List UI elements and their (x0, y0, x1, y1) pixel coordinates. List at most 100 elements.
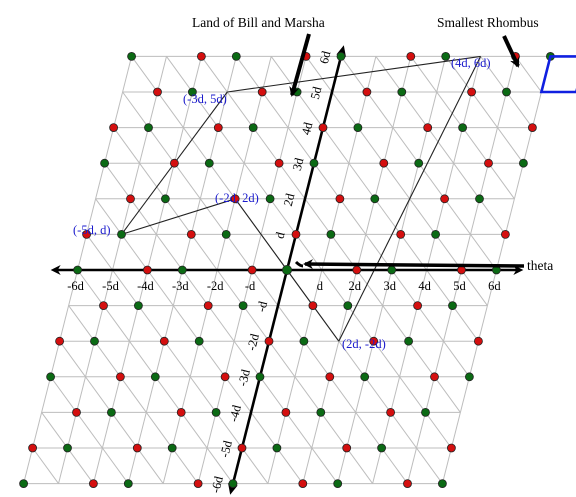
grid-line-diagonal (32, 447, 59, 484)
coordinate-labels: (4d, 6d) (-3d, 5d) (-2d, 2d) (-5d, d) (2… (73, 56, 491, 351)
green-lattice-node (475, 194, 484, 204)
x-tick-label: d (317, 279, 324, 293)
smallest-rhombus-outline (539, 55, 576, 94)
red-lattice-node (196, 52, 206, 61)
red-lattice-node (342, 443, 352, 453)
tilted-axis-tick-label: 3d (290, 156, 307, 172)
green-lattice-node (221, 229, 231, 239)
grid-line-diagonal (122, 91, 408, 484)
tilted-axis-tick-label: -3d (235, 367, 253, 387)
red-lattice-node (99, 301, 108, 311)
point-label-neg3d-5d: (-3d, 5d) (183, 92, 227, 106)
tilted-axis-tick-label: 6d (317, 49, 334, 65)
green-lattice-node (255, 372, 265, 382)
green-lattice-node (353, 123, 363, 132)
tilted-axis-tick-label: -d (254, 299, 270, 313)
green-lattice-node (502, 87, 511, 97)
x-tick-label: -4d (137, 279, 154, 293)
grid-line-diagonal (86, 234, 269, 484)
green-lattice-node (238, 301, 248, 311)
red-lattice-node (109, 123, 118, 132)
green-lattice-node (167, 443, 177, 453)
green-lattice-node (448, 301, 457, 311)
green-lattice-node (458, 123, 468, 132)
green-lattice-node (441, 52, 451, 61)
green-lattice-node (123, 479, 133, 489)
green-lattice-node (19, 479, 29, 489)
x-tick-label: 4d (418, 279, 431, 293)
red-lattice-node (325, 372, 335, 382)
rhombus-pointer-arrow (502, 35, 520, 68)
green-lattice-node (144, 123, 153, 132)
red-lattice-node (369, 336, 379, 346)
grid-line-diagonal (375, 56, 506, 235)
red-lattice-node (142, 265, 152, 275)
red-lattice-node (446, 443, 456, 453)
red-lattice-node (126, 194, 135, 204)
red-lattice-node (203, 301, 213, 311)
polygon-edge (227, 55, 481, 93)
red-lattice-node (318, 123, 328, 132)
x-tick-label: -2d (207, 279, 224, 293)
red-lattice-node (237, 443, 247, 453)
red-lattice-node (423, 123, 433, 132)
green-lattice-node (414, 158, 424, 168)
green-lattice-node (46, 372, 55, 382)
grid-line-diagonal (68, 305, 199, 484)
green-lattice-node (107, 407, 116, 417)
point-label-neg2d-2d: (-2d, 2d) (215, 191, 259, 205)
green-lattice-node (309, 158, 319, 168)
origin-node (281, 264, 292, 275)
green-lattice-node (204, 158, 214, 168)
tilted-axis-tick-label: -6d (208, 474, 226, 494)
green-lattice-node (437, 479, 447, 489)
smallest-rhombus-label: Smallest Rhombus (437, 15, 539, 30)
green-lattice-node (377, 443, 387, 453)
green-lattice-node (248, 123, 258, 132)
red-lattice-node (484, 158, 493, 168)
green-lattice-node (519, 158, 528, 168)
polygon-edge (121, 198, 236, 235)
x-tick-label: 3d (383, 279, 396, 293)
green-lattice-node (73, 265, 82, 275)
grid-line-diagonal (235, 56, 470, 378)
tilted-axis-tick-label: 2d (281, 191, 298, 207)
red-lattice-node (528, 123, 537, 132)
red-lattice-node (379, 158, 389, 168)
red-lattice-node (230, 194, 240, 204)
green-lattice-node (421, 407, 430, 417)
tilted-axis-tick-label: d (273, 230, 288, 240)
green-lattice-node (343, 301, 353, 311)
lattice-nodes (19, 52, 555, 489)
red-lattice-node (298, 479, 308, 489)
green-lattice-node (272, 443, 282, 453)
red-lattice-node (264, 336, 274, 346)
green-lattice-node (336, 52, 346, 61)
tilted-axis-tick-label: 4d (299, 120, 316, 136)
grid-line-diagonal (445, 56, 524, 164)
red-lattice-node (55, 336, 64, 346)
red-lattice-node (406, 52, 416, 61)
red-lattice-node (28, 443, 37, 453)
red-lattice-node (352, 265, 362, 275)
red-lattice-node (430, 372, 439, 382)
red-lattice-node (500, 229, 510, 239)
x-tick-label: -5d (102, 279, 119, 293)
green-lattice-node (397, 87, 407, 97)
theta-label: theta (527, 258, 553, 273)
red-lattice-node (274, 158, 284, 168)
red-lattice-node (186, 229, 196, 239)
green-lattice-node (63, 443, 72, 453)
red-lattice-node (132, 443, 142, 453)
red-lattice-node (153, 87, 162, 97)
x-axis-left-arrowhead (50, 265, 61, 275)
x-tick-label: -3d (172, 279, 189, 293)
green-lattice-node (404, 336, 414, 346)
green-lattice-node (100, 158, 109, 168)
green-lattice-node (177, 265, 187, 275)
green-lattice-node (211, 407, 221, 417)
red-lattice-node (193, 479, 203, 489)
red-lattice-node (257, 87, 267, 97)
